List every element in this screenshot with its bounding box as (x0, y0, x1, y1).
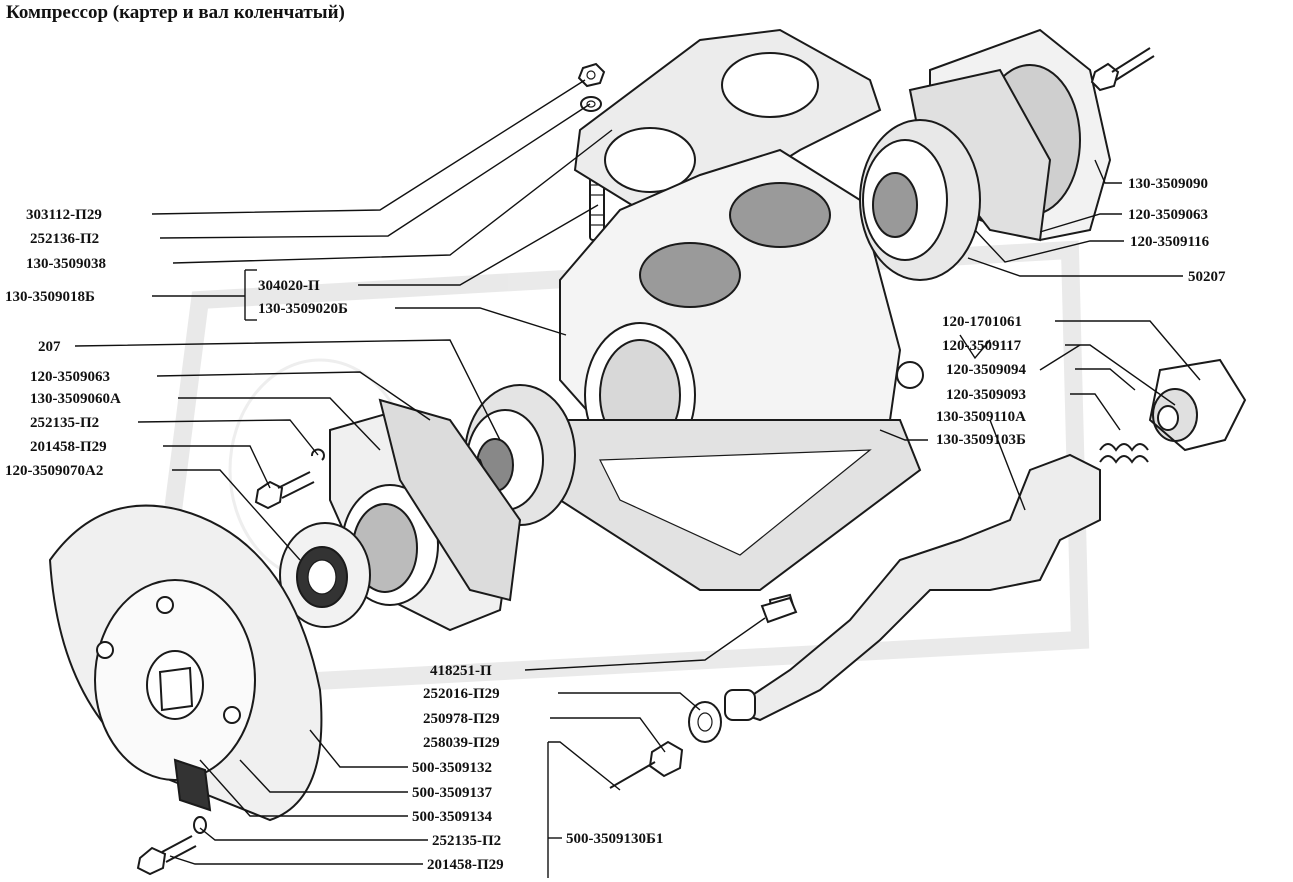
bolt-bottom-left (136, 816, 207, 876)
key-part (760, 596, 798, 624)
label-130-3509110a: 130-3509110А (936, 409, 1026, 425)
label-252016-p29: 252016-П29 (423, 686, 500, 702)
pulley (48, 504, 323, 822)
bolt-left (254, 448, 325, 510)
oil-seal (279, 522, 371, 628)
washer-bottom (688, 701, 722, 743)
label-500-3509130b1: 500-3509130Б1 (566, 831, 663, 847)
label-130-3509103b: 130-3509103Б (936, 432, 1026, 448)
label-201458-p29-bottom: 201458-П29 (427, 857, 504, 873)
part-labels: 303112-П29 252136-П2 130-3509038 130-350… (5, 176, 1226, 873)
label-418251-p: 418251-П (430, 663, 492, 679)
label-303112-p29: 303112-П29 (26, 207, 102, 223)
nut-part (577, 62, 606, 112)
label-120-3509070a2: 120-3509070А2 (5, 463, 103, 479)
label-120-3509093: 120-3509093 (946, 387, 1026, 403)
oil-spring (1099, 443, 1149, 464)
label-120-3509063-left: 120-3509063 (30, 369, 110, 385)
label-120-3509094: 120-3509094 (946, 362, 1026, 378)
label-258039-p29: 258039-П29 (423, 735, 500, 751)
label-130-3509038: 130-3509038 (26, 256, 106, 272)
label-304020-p: 304020-П (258, 278, 320, 294)
top-gasket (573, 28, 882, 212)
label-250978-p29: 250978-П29 (423, 711, 500, 727)
label-130-3509020b: 130-3509020Б (258, 301, 348, 317)
label-500-3509132: 500-3509132 (412, 760, 492, 776)
bolt-top-right (1090, 47, 1155, 92)
front-gasket (378, 398, 522, 602)
label-201458-p29-top: 201458-П29 (30, 439, 107, 455)
leader-lines (74, 79, 1201, 878)
bottom-gasket (538, 419, 922, 591)
label-500-3509134: 500-3509134 (412, 809, 492, 825)
label-500-3509137: 500-3509137 (412, 785, 492, 801)
nut-bottom (609, 740, 684, 789)
label-252135-p2-top: 252135-П2 (30, 415, 99, 431)
stud-part (589, 173, 605, 241)
label-130-3509090: 130-3509090 (1128, 176, 1208, 192)
label-120-3509063-right: 120-3509063 (1128, 207, 1208, 223)
label-130-3509018b: 130-3509018Б (5, 289, 95, 305)
label-252135-p2-bottom: 252135-П2 (432, 833, 501, 849)
label-120-1701061: 120-1701061 (942, 314, 1022, 330)
label-120-3509116: 120-3509116 (1130, 234, 1210, 250)
label-120-3509117: 120-3509117 (942, 338, 1022, 354)
oil-seal-bushing (1148, 358, 1247, 452)
page-title: Компрессор (картер и вал коленчатый) (6, 2, 345, 23)
rear-bearing (859, 119, 981, 281)
label-50207: 50207 (1188, 269, 1226, 285)
label-130-3509060a: 130-3509060А (30, 391, 121, 407)
label-252136-p2: 252136-П2 (30, 231, 99, 247)
label-207: 207 (38, 339, 61, 355)
